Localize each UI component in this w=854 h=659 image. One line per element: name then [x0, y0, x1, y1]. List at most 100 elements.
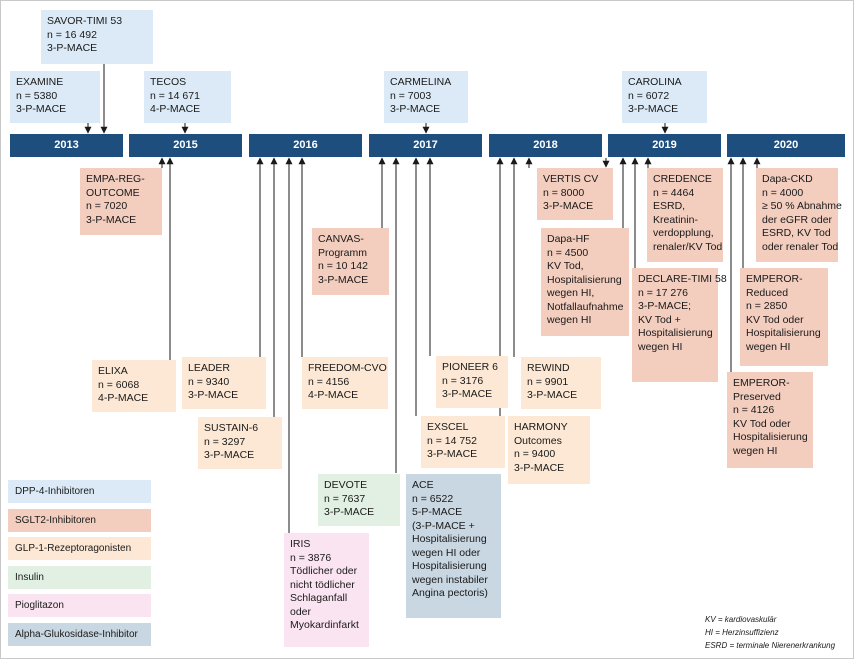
- trial-endpoint: oder: [290, 605, 312, 618]
- trial-name-cont: Programm: [318, 246, 368, 259]
- trial-name: Dapa-CKD: [762, 173, 813, 185]
- trial-endpoint: 5-P-MACE: [412, 506, 463, 518]
- legend-dpp4: DPP-4-Inhibitoren: [8, 480, 151, 503]
- legend-alpha-glucosidase: Alpha-Glukosidase-Inhibitor: [8, 623, 151, 646]
- trial-n: n = 7020: [86, 200, 128, 212]
- trial-name: CANVAS-: [318, 233, 364, 245]
- trial-endpoint: 4-P-MACE: [98, 392, 149, 404]
- trial-carolina: CAROLINA n = 6072 3-P-MACE: [622, 71, 707, 123]
- trial-endpoint: Schlaganfall: [290, 592, 348, 604]
- trial-endpoint: Angina pectoris): [412, 587, 488, 599]
- legend-sglt2: SGLT2-Inhibitoren: [8, 509, 151, 532]
- trial-n: n = 14 671: [150, 89, 200, 102]
- trial-name: ACE: [412, 479, 434, 491]
- legend-pioglitazone: Pioglitazon: [8, 594, 151, 617]
- trial-name-cont: Reduced: [746, 286, 789, 299]
- trial-endpoint: 3-P-MACE: [628, 103, 679, 115]
- trial-endpoint: 3-P-MACE: [188, 389, 239, 401]
- trial-endpoint: KV Tod oder: [733, 417, 791, 430]
- trial-endpoint: wegen HI: [746, 340, 791, 353]
- trial-name: LEADER: [188, 362, 231, 374]
- trial-n: n = 6068: [98, 378, 140, 391]
- trial-iris: IRIS n = 3876 Tödlicher oder nicht tödli…: [284, 533, 369, 647]
- trial-endpoint: 3-P-MACE: [514, 461, 565, 474]
- trial-name: HARMONY: [514, 421, 568, 433]
- trial-rewind: REWIND n = 9901 3-P-MACE: [521, 357, 601, 409]
- trial-endpoint: Hospitalisierung: [638, 327, 713, 339]
- trial-name: DECLARE-TIMI 58: [638, 273, 727, 285]
- year-2016: 2016: [249, 134, 362, 157]
- trial-endpoint: KV Tod,: [547, 260, 584, 272]
- trial-name-cont: OUTCOME: [86, 186, 140, 199]
- trial-n: n = 3176: [442, 374, 484, 387]
- trial-endpoint: wegen instabiler: [412, 573, 488, 586]
- trial-carmelina: CARMELINA n = 7003 3-P-MACE: [384, 71, 468, 123]
- trial-leader: LEADER n = 9340 3-P-MACE: [182, 357, 266, 409]
- trial-endpoint: 3-P-MACE: [86, 213, 137, 226]
- trial-endpoint: (3-P-MACE +: [412, 519, 475, 532]
- trial-name: Dapa-HF: [547, 233, 590, 245]
- trial-n: n = 6522: [412, 492, 454, 505]
- trial-n: n = 8000: [543, 186, 585, 199]
- trial-endpoint: Notfallaufnahme: [547, 300, 624, 313]
- trial-examine: EXAMINE n = 5380 3-P-MACE: [10, 71, 100, 123]
- year-2015: 2015: [129, 134, 242, 157]
- trial-exscel: EXSCEL n = 14 752 3-P-MACE: [421, 416, 505, 468]
- trial-n: n = 4000: [762, 186, 804, 199]
- trial-dapa-ckd: Dapa-CKD n = 4000 ≥ 50 % Abnahme der eGF…: [756, 168, 842, 262]
- trial-endpoint: 4-P-MACE: [308, 389, 359, 401]
- trial-dapa-hf: Dapa-HF n = 4500 KV Tod, Hospitalisierun…: [541, 228, 629, 336]
- trial-harmony-outcomes: HARMONY Outcomes n = 9400 3-P-MACE: [508, 416, 590, 484]
- trial-name: EMPEROR-: [733, 377, 790, 389]
- trial-devote: DEVOTE n = 7637 3-P-MACE: [318, 474, 400, 526]
- trial-endpoint: der eGFR oder: [762, 213, 833, 226]
- trial-name: PIONEER 6: [442, 361, 499, 373]
- trial-n: n = 9400: [514, 448, 556, 460]
- trial-endpoint: Hospitalisierung: [746, 327, 821, 339]
- trial-endpoint: renaler/KV Tod: [653, 240, 723, 253]
- trial-endpoint: ESRD, KV Tod: [762, 227, 831, 239]
- trial-n: n = 9901: [527, 375, 569, 388]
- trial-n: n = 4464: [653, 186, 695, 199]
- trial-endpoint: Hospitalisierung: [733, 431, 808, 443]
- trial-vertis-cv: VERTIS CV n = 8000 3-P-MACE: [537, 168, 613, 220]
- trial-sustain-6: SUSTAIN-6 n = 3297 3-P-MACE: [198, 417, 282, 469]
- trial-name: ELIXA: [98, 365, 128, 377]
- trial-name: CARMELINA: [390, 76, 452, 88]
- trial-ace: ACE n = 6522 5-P-MACE (3-P-MACE + Hospit…: [406, 474, 501, 618]
- trial-endpoint: Hospitalisierung: [412, 533, 487, 545]
- trial-n: n = 6072: [628, 89, 670, 102]
- trial-endpoint: Hospitalisierung: [547, 273, 622, 286]
- trial-endpoint: Kreatinin-: [653, 213, 698, 226]
- trial-n: n = 3876: [290, 551, 332, 564]
- trial-name: EMPA-REG-: [86, 173, 145, 185]
- trial-n: n = 16 492: [47, 28, 97, 41]
- trial-freedom-cvo: FREEDOM-CVO n = 4156 4-P-MACE: [302, 357, 388, 409]
- trial-endpoint: nicht tödlicher: [290, 578, 355, 591]
- trial-name: SAVOR-TIMI 53: [47, 15, 123, 27]
- trial-n: n = 7003: [390, 89, 432, 102]
- year-2018: 2018: [489, 134, 602, 157]
- trial-endpoint: 3-P-MACE: [543, 200, 594, 212]
- trial-name: SUSTAIN-6: [204, 422, 259, 434]
- trial-endpoint: Hospitalisierung: [412, 560, 487, 572]
- trial-name-cont: Preserved: [733, 390, 781, 403]
- trial-name: TECOS: [150, 76, 187, 88]
- trial-name: EXAMINE: [16, 76, 64, 88]
- trial-endpoint: 3-P-MACE: [427, 448, 478, 460]
- trial-endpoint: ESRD,: [653, 200, 686, 212]
- trial-name: CAROLINA: [628, 76, 682, 88]
- trial-tecos: TECOS n = 14 671 4-P-MACE: [144, 71, 231, 123]
- trial-n: n = 4156: [308, 375, 350, 388]
- trial-endpoint: wegen HI,: [547, 287, 595, 299]
- trial-endpoint: Myokardinfarkt: [290, 619, 359, 631]
- legend-glp1: GLP-1-Rezeptoragonisten: [8, 537, 151, 560]
- trial-empa-reg-outcome: EMPA-REG- OUTCOME n = 7020 3-P-MACE: [80, 168, 162, 235]
- trial-endpoint: 3-P-MACE;: [638, 300, 692, 312]
- year-2019: 2019: [608, 134, 721, 157]
- trial-endpoint: ≥ 50 % Abnahme: [762, 200, 842, 212]
- trial-name: EXSCEL: [427, 421, 469, 433]
- trial-n: n = 4500: [547, 246, 589, 259]
- trial-emperor-reduced: EMPEROR- Reduced n = 2850 KV Tod oder Ho…: [740, 268, 828, 366]
